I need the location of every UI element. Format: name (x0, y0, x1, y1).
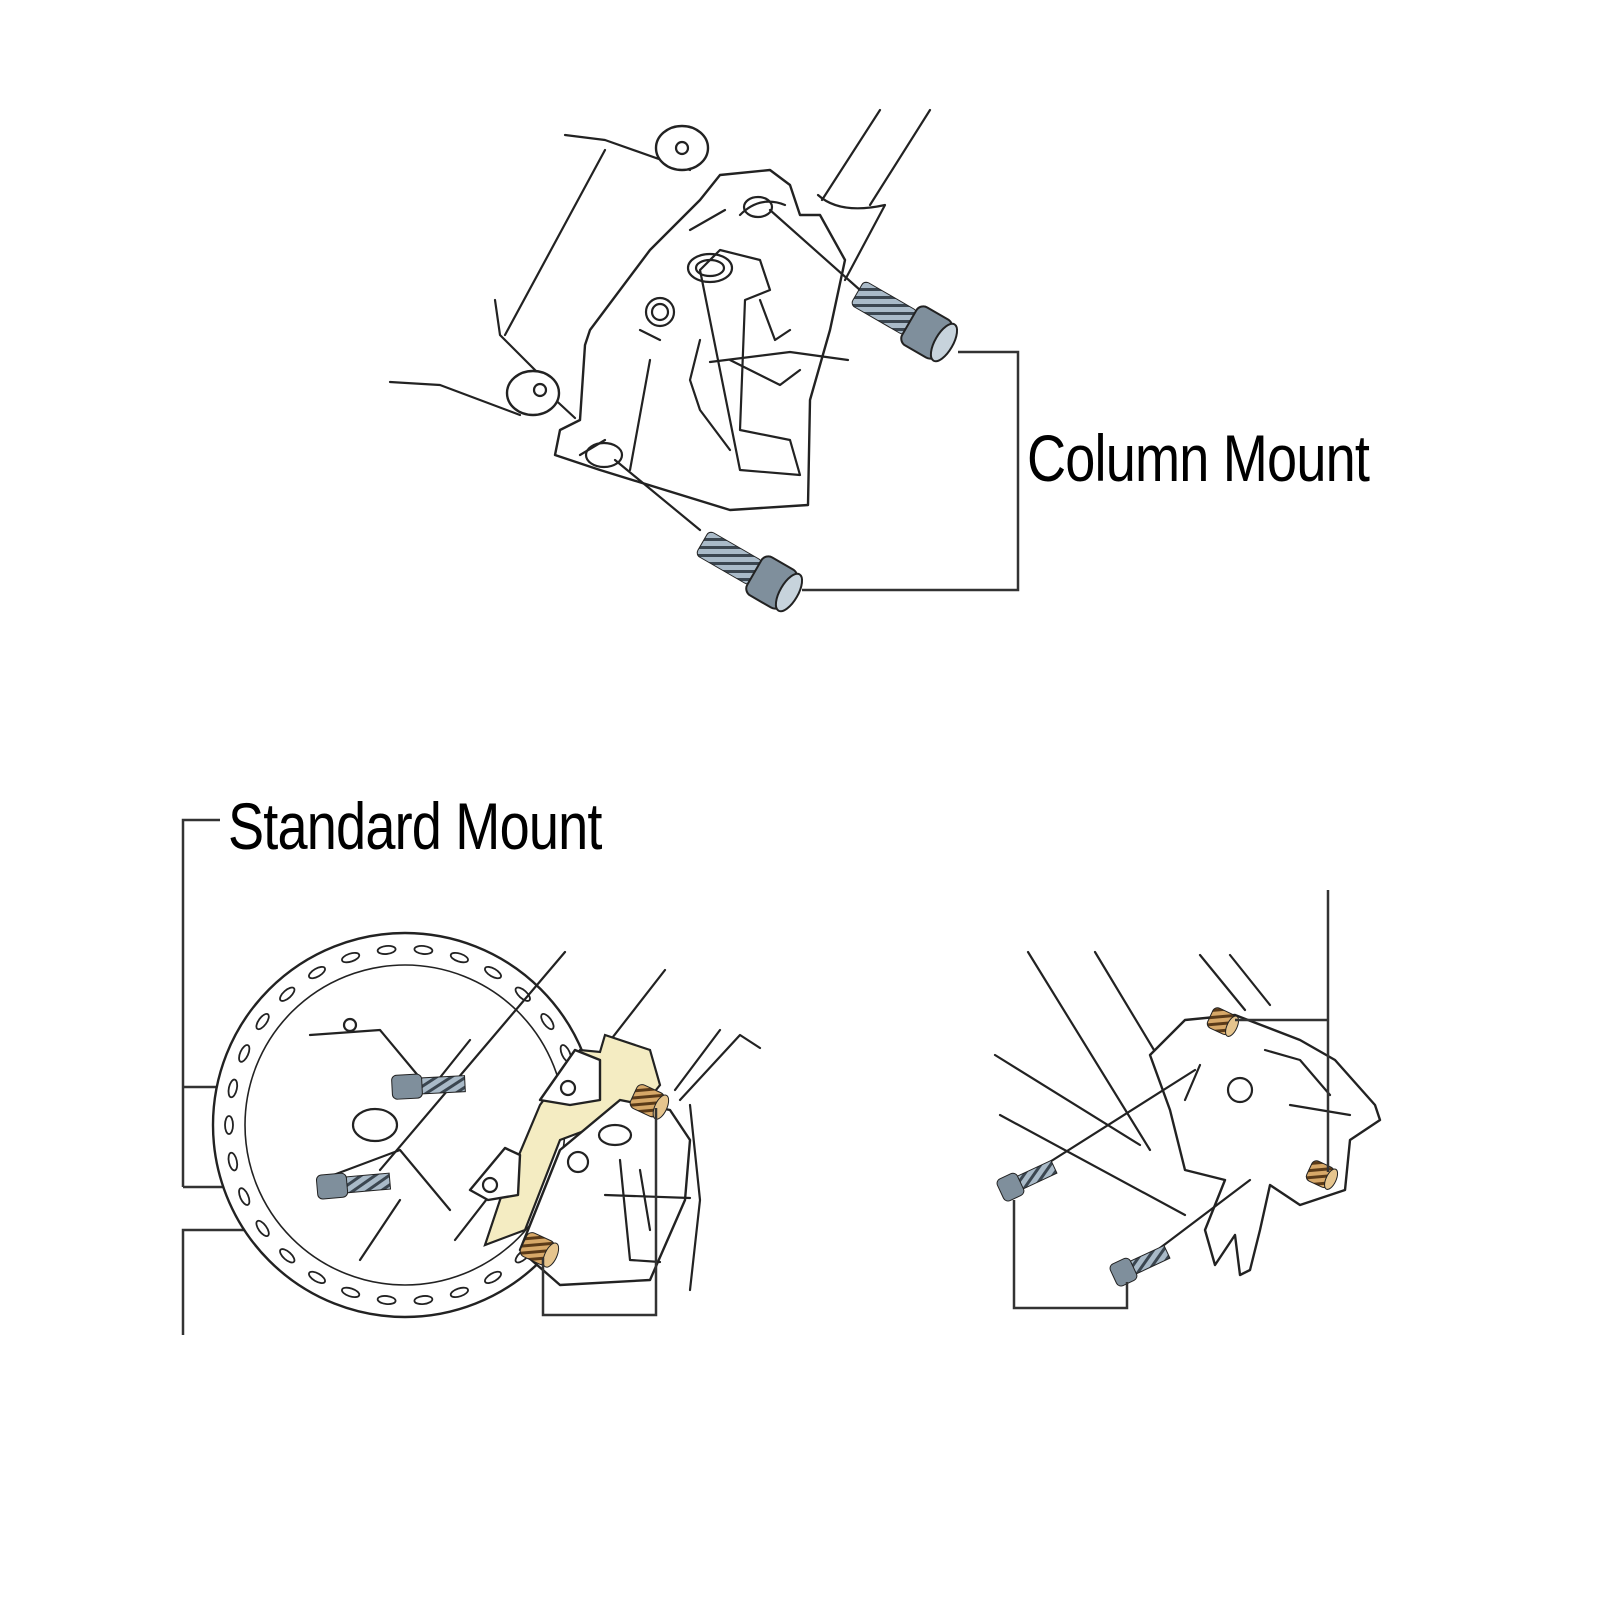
rotor-vent-hole (279, 986, 296, 1002)
rotor-vent-hole (238, 1187, 251, 1206)
loose-bolt-right (1109, 1244, 1171, 1287)
frame-boss-top (654, 124, 710, 172)
adapter-bolt-lower (315, 1172, 392, 1200)
rotor-vent-hole (449, 952, 469, 964)
rotor-vent-hole (227, 1151, 239, 1172)
rotor-vent-hole (413, 1295, 434, 1306)
rotor-vent-hole (484, 966, 502, 980)
rotor-vent-hole (308, 1270, 326, 1284)
rotor-vent-hole (376, 944, 397, 955)
column-bolt-upper (851, 281, 959, 363)
rotor-vent-hole (308, 966, 326, 980)
column-mount-illustration (388, 108, 1020, 613)
post-mount-illustration (993, 890, 1382, 1310)
caliper-bolt-leader (541, 1108, 658, 1317)
rotor-vent-hole (341, 952, 361, 964)
rotor-vent-hole (255, 1219, 270, 1238)
rotor-vent-hole (227, 1078, 239, 1099)
loose-bolt-left (996, 1159, 1058, 1202)
column-mount-leader (802, 350, 1020, 592)
loose-bolt-leader (1012, 1200, 1129, 1310)
standard-mount-illustration (181, 818, 762, 1335)
rotor-vent-hole (255, 1012, 270, 1031)
rotor-vent-hole (449, 1286, 469, 1298)
column-bolt-lower (696, 531, 804, 613)
rotor-vent-hole (279, 1248, 296, 1264)
rotor-vent-hole (224, 1115, 234, 1135)
column-mount-label: Column Mount (1027, 421, 1370, 495)
rotor-vent-hole (413, 944, 434, 955)
caliper-body-post (1148, 1013, 1382, 1277)
rotor-vent-hole (238, 1044, 251, 1063)
rotor-vent-hole (484, 1270, 502, 1284)
standard-mount-label: Standard Mount (228, 789, 602, 863)
post-bolt-leader (1235, 890, 1330, 1172)
caliper-bolt-lower (519, 1232, 560, 1268)
adapter-bolt-upper (391, 1073, 466, 1100)
rotor-vent-hole (341, 1286, 361, 1298)
frame-boss-bottom (505, 369, 561, 417)
rotor-vent-hole (376, 1295, 397, 1306)
rotor-vent-hole (540, 1012, 555, 1031)
